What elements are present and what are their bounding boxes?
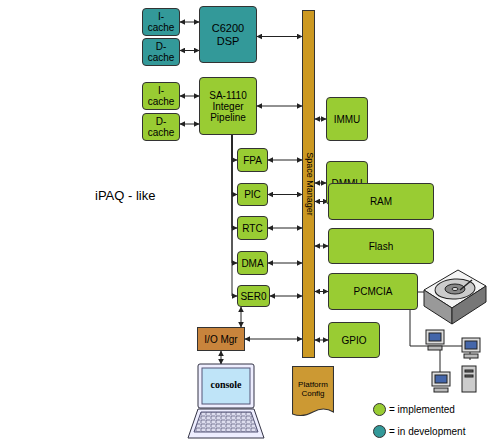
box-label: D-cache [145, 116, 177, 138]
mmu-box: IMMU [326, 97, 368, 141]
connector [180, 50, 199, 51]
cache-box: I-cache [142, 8, 180, 36]
legend: = implemented = in development [373, 402, 465, 443]
connector [268, 160, 302, 161]
connector [257, 36, 302, 37]
legend-row: = in development [373, 424, 465, 439]
connector [268, 228, 302, 229]
wire [410, 310, 424, 346]
legend-row: = implemented [373, 402, 465, 417]
connector [180, 96, 199, 97]
legend-swatch [373, 425, 386, 438]
connector [315, 246, 328, 247]
cache-box: I-cache [142, 82, 180, 110]
legend-swatch [373, 403, 386, 416]
memory-box: Flash [328, 228, 434, 264]
connector [257, 106, 302, 107]
connector [241, 307, 242, 327]
connector [180, 124, 199, 125]
legend-text: = implemented [389, 404, 455, 415]
device-box: PCMCIA [328, 273, 418, 310]
box-label: PIC [244, 189, 261, 200]
network-computers [424, 330, 480, 392]
manager-box: I/O Mgr [197, 327, 245, 351]
processor-box: SA-1110 Integer Pipeline [199, 77, 257, 135]
unit-box: DMA [237, 251, 268, 275]
box-label: SA-1110 Integer Pipeline [202, 90, 254, 123]
connector [315, 183, 326, 184]
unit-box: PIC [237, 183, 268, 206]
unit-box: RTC [237, 216, 268, 240]
box-label: console [210, 379, 241, 390]
box-label: Platform Config [294, 381, 332, 399]
memory-box: RAM [328, 183, 434, 220]
box-label: I/O Mgr [204, 334, 237, 345]
box-label: PCMCIA [354, 286, 393, 297]
disk-drive [424, 270, 486, 324]
device-box: GPIO [328, 322, 380, 358]
connector [268, 263, 302, 264]
box-label: I-cache [145, 85, 177, 107]
bus-band: Space Manager [302, 10, 315, 358]
connector [268, 194, 302, 195]
connector [232, 135, 237, 228]
box-label: RAM [370, 196, 392, 207]
box-label: C6200 DSP [202, 22, 254, 46]
connector [315, 340, 328, 341]
box-label: GPIO [341, 335, 366, 346]
unit-box: SER0 [237, 285, 270, 307]
box-label: DMA [241, 258, 263, 269]
box-label: D-cache [145, 41, 177, 63]
connector [221, 351, 222, 364]
connector [180, 22, 199, 23]
processor-box: C6200 DSP [199, 6, 257, 63]
unit-box: FPA [237, 148, 268, 172]
console-laptop: console [186, 364, 266, 440]
box-label: SER0 [240, 291, 266, 302]
connector [245, 339, 302, 340]
box-label: Space Manager [304, 152, 314, 216]
cache-box: D-cache [142, 38, 180, 66]
cache-box: D-cache [142, 113, 180, 141]
legend-text: = in development [389, 426, 465, 437]
connector [270, 296, 302, 297]
platform-label: iPAQ - like [95, 188, 155, 203]
laptop-outline [186, 364, 266, 440]
connector [315, 119, 326, 120]
box-label: FPA [243, 155, 262, 166]
box-label: IMMU [334, 114, 361, 125]
box-label: Flash [369, 241, 393, 252]
box-label: I-cache [145, 11, 177, 33]
connector [315, 291, 328, 292]
box-label: RTC [242, 223, 262, 234]
config-document: Platform Config [292, 366, 334, 420]
